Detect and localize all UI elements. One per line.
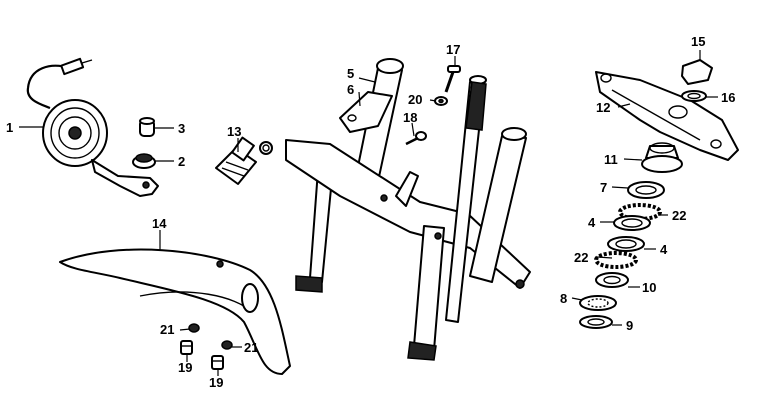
seal-8 bbox=[579, 295, 617, 311]
callout-13: 13 bbox=[227, 124, 241, 139]
callout-10: 10 bbox=[642, 280, 656, 295]
bolt-17 bbox=[444, 65, 461, 93]
callout-11: 11 bbox=[604, 152, 618, 167]
washer-21b bbox=[221, 340, 233, 350]
connector-part bbox=[215, 136, 273, 185]
grommet-part bbox=[132, 153, 156, 169]
callout-8: 8 bbox=[560, 291, 567, 306]
spacer-part bbox=[139, 117, 155, 137]
callout-18: 18 bbox=[403, 110, 417, 125]
horn-part bbox=[26, 57, 159, 197]
callout-2: 2 bbox=[178, 154, 185, 169]
callout-7: 7 bbox=[600, 180, 607, 195]
callout-17: 17 bbox=[446, 42, 460, 57]
race-7 bbox=[627, 181, 665, 199]
bearing-nut-11 bbox=[641, 142, 683, 173]
top-bridge-plate bbox=[595, 71, 739, 161]
washer-16 bbox=[681, 90, 707, 102]
callout-15: 15 bbox=[691, 34, 705, 49]
race-4a bbox=[613, 215, 651, 231]
callout-1: 1 bbox=[6, 120, 13, 135]
callout-5: 5 bbox=[347, 66, 354, 81]
callout-16: 16 bbox=[721, 90, 735, 105]
callout-22-lower: 22 bbox=[574, 250, 588, 265]
callout-22-upper: 22 bbox=[672, 208, 686, 223]
washer-9 bbox=[579, 315, 613, 329]
callout-19b: 19 bbox=[209, 375, 223, 390]
balls-22b bbox=[594, 251, 638, 269]
callout-21b: 21 bbox=[244, 340, 258, 355]
callout-20: 20 bbox=[408, 92, 422, 107]
callout-12: 12 bbox=[596, 100, 610, 115]
leader-lines bbox=[19, 50, 718, 376]
steering-stem-part bbox=[285, 58, 531, 361]
callout-19a: 19 bbox=[178, 360, 192, 375]
washer-21a bbox=[188, 323, 200, 333]
callout-14: 14 bbox=[152, 216, 167, 231]
callout-4-lower: 4 bbox=[660, 242, 668, 257]
callout-3: 3 bbox=[178, 121, 185, 136]
callout-6: 6 bbox=[347, 82, 354, 97]
washer-20 bbox=[434, 96, 448, 106]
cap-15 bbox=[681, 59, 713, 85]
nut-19b bbox=[211, 355, 224, 370]
callout-21a: 21 bbox=[160, 322, 174, 337]
callout-labels: 1 2 3 4 4 5 6 7 8 9 10 11 12 13 14 15 16… bbox=[6, 34, 735, 390]
callout-9: 9 bbox=[626, 318, 633, 333]
race-10 bbox=[595, 272, 629, 288]
fender-part bbox=[59, 248, 291, 375]
nut-19a bbox=[180, 340, 193, 355]
race-4b bbox=[607, 236, 645, 252]
screw-18 bbox=[405, 131, 427, 146]
callout-4-upper: 4 bbox=[588, 215, 596, 230]
